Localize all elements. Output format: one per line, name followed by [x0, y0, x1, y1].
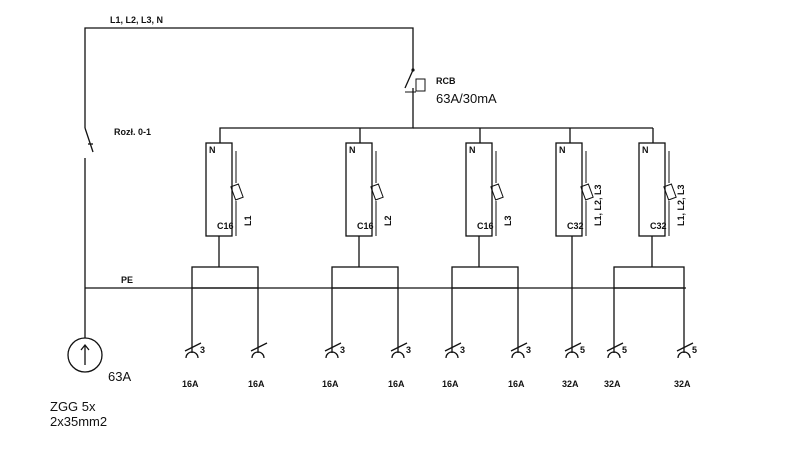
socket: 5 32A — [604, 342, 627, 389]
neutral-label: N — [559, 145, 566, 155]
distribution-box — [331, 266, 399, 289]
socket-poles: 3 — [340, 345, 345, 355]
neutral-label: N — [469, 145, 476, 155]
socket-poles: 3 — [526, 345, 531, 355]
rcb-symbol — [404, 68, 426, 100]
distribution-box — [451, 266, 519, 289]
breaker-phase: L1 — [243, 215, 253, 226]
meter-cable-line2: 2x35mm2 — [50, 414, 107, 429]
socket-poles: 3 — [460, 345, 465, 355]
socket: 3 16A — [508, 342, 531, 389]
rcb-label: RCB — [436, 76, 456, 86]
breaker-circuit: N C32 L1, L2, L3 5 32A 5 32A — [604, 142, 697, 389]
socket: 16A — [248, 342, 268, 389]
fuse-icon — [370, 183, 384, 201]
socket: 3 16A — [442, 342, 465, 389]
socket: 3 16A — [182, 342, 205, 389]
distribution-box — [191, 266, 259, 289]
socket-current: 32A — [562, 379, 579, 389]
socket: 5 32A — [562, 342, 585, 389]
breaker-rating: C16 — [357, 221, 374, 231]
meter-cable-line1: ZGG 5x — [50, 399, 96, 414]
breaker-rating: C16 — [217, 221, 234, 231]
pe-label: PE — [121, 275, 133, 285]
socket-poles: 5 — [622, 345, 627, 355]
breaker-circuit: N C16 L3 3 16A 3 16A — [442, 142, 531, 389]
breaker-circuit: N C16 L1 3 16A 16A — [182, 142, 268, 389]
breaker-phase: L2 — [383, 215, 393, 226]
socket-current: 16A — [388, 379, 405, 389]
circuits: N C16 L1 3 16A 16A N C16 L2 3 16A 3 16A N C16 L3 3 16A 3 16… — [182, 142, 697, 389]
socket-current: 32A — [604, 379, 621, 389]
breaker-phase: L1, L2, L3 — [676, 184, 686, 226]
socket-current: 16A — [442, 379, 459, 389]
fuse-icon — [580, 183, 594, 201]
breaker-phase: L3 — [503, 215, 513, 226]
socket-poles: 5 — [580, 345, 585, 355]
socket-poles: 3 — [406, 345, 411, 355]
socket-current: 16A — [322, 379, 339, 389]
rcb-rating: 63A/30mA — [436, 91, 497, 106]
neutral-label: N — [209, 145, 216, 155]
neutral-label: N — [349, 145, 356, 155]
breaker-rating: C16 — [477, 221, 494, 231]
socket-poles: 5 — [692, 345, 697, 355]
distribution-box — [613, 266, 685, 289]
supply-line — [84, 27, 654, 143]
supply-label: L1, L2, L3, N — [110, 15, 163, 25]
meter-symbol — [67, 337, 103, 373]
socket-current: 16A — [248, 379, 265, 389]
breaker-rating: C32 — [567, 221, 584, 231]
socket: 5 32A — [674, 342, 697, 389]
breaker-phase: L1, L2, L3 — [593, 184, 603, 226]
socket: 3 16A — [322, 342, 345, 389]
fuse-icon — [663, 183, 677, 201]
socket-current: 16A — [182, 379, 199, 389]
socket-poles: 3 — [200, 345, 205, 355]
neutral-label: N — [642, 145, 649, 155]
meter-rating: 63A — [108, 369, 131, 384]
fuse-icon — [490, 183, 504, 201]
socket: 3 16A — [388, 342, 411, 389]
socket-current: 16A — [508, 379, 525, 389]
breaker-circuit: N C32 L1, L2, L3 5 32A — [555, 142, 603, 389]
fuse-icon — [230, 183, 244, 201]
breaker-circuit: N C16 L2 3 16A 3 16A — [322, 142, 411, 389]
socket-current: 32A — [674, 379, 691, 389]
breaker-rating: C32 — [650, 221, 667, 231]
main-switch-symbol — [84, 127, 94, 338]
main-switch-label: Rozł. 0-1 — [114, 127, 151, 137]
